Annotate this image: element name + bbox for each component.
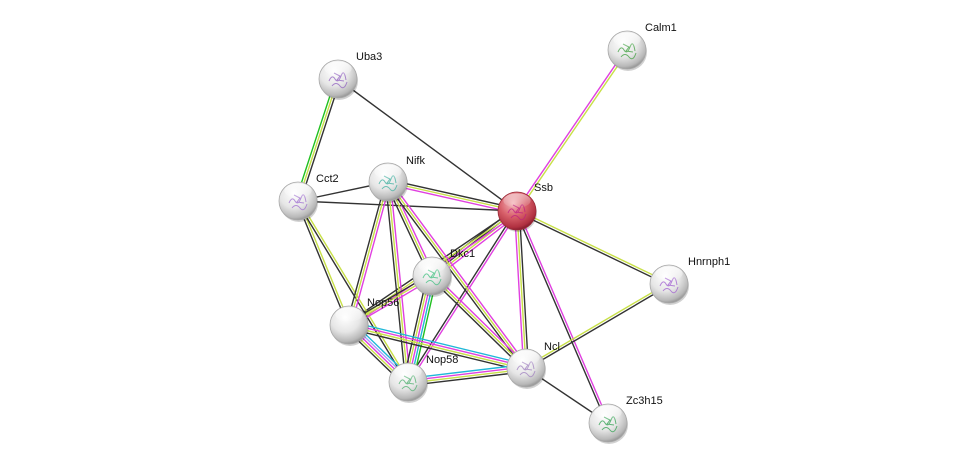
evidence-line-textmining	[516, 209, 671, 284]
edge-nifk-nop56[interactable]	[345, 180, 392, 327]
evidence-line-textmining	[348, 181, 389, 326]
edge-ssb-cct2[interactable]	[297, 200, 518, 212]
edge-cct2-nop56[interactable]	[296, 199, 351, 327]
evidence-line-experiments	[432, 273, 529, 367]
node-nop56[interactable]: Nop56	[329, 297, 399, 346]
node-label: Hnrnph1	[688, 256, 730, 268]
evidence-line-textmining	[517, 49, 629, 213]
evidence-line-coexpression	[337, 78, 518, 212]
edge-nifk-ncl[interactable]	[385, 179, 529, 371]
node-cct2[interactable]: Cct2	[278, 173, 339, 222]
node-gloss	[613, 32, 641, 47]
evidence-line-coexpression	[296, 200, 349, 327]
node-label: Cct2	[316, 173, 339, 185]
node-label: Nifk	[406, 155, 425, 167]
evidence-line-coexpression	[297, 200, 518, 212]
edge-ncl-hnrnph1[interactable]	[524, 282, 671, 370]
evidence-line-experiments	[513, 210, 525, 369]
node-gloss	[335, 307, 363, 322]
evidence-line-coexpression	[385, 182, 525, 371]
evidence-line-coexpression	[407, 370, 528, 387]
evidence-line-textmining	[387, 181, 518, 212]
evidence-line-textmining	[348, 325, 527, 370]
evidence-line-experiments	[389, 179, 529, 368]
node-gloss	[655, 266, 683, 281]
node-gloss	[374, 164, 402, 179]
evidence-line-coexpression	[296, 200, 408, 384]
edge-cct2-nop58[interactable]	[296, 199, 410, 384]
evidence-line-experiments	[407, 366, 527, 382]
evidence-line-coexpression	[515, 210, 608, 425]
node-label: Dkc1	[450, 248, 475, 260]
edge-nop56-ncl[interactable]	[347, 320, 528, 373]
evidence-line-textmining	[297, 78, 339, 202]
evidence-line-experiments	[515, 48, 627, 212]
evidence-line-coexpression	[299, 79, 341, 203]
evidence-line-coexpression	[347, 327, 526, 373]
evidence-line-coexpression	[525, 284, 671, 370]
node-label: Calm1	[645, 22, 677, 34]
evidence-line-coexpression	[384, 181, 407, 383]
evidence-line-databases	[349, 320, 528, 366]
node-label: Nop58	[426, 354, 458, 366]
node-gloss	[418, 258, 446, 273]
evidence-line-databases	[406, 363, 527, 380]
evidence-line-coexpression	[406, 209, 517, 383]
node-gloss	[594, 405, 622, 420]
evidence-line-textmining	[524, 282, 670, 368]
evidence-line-textmining	[407, 368, 527, 384]
node-gloss	[503, 193, 531, 208]
evidence-line-textmining	[516, 210, 527, 369]
node-gloss	[394, 364, 422, 379]
node-label: Ncl	[544, 341, 560, 353]
evidence-line-coexpression	[515, 211, 670, 286]
node-label: Zc3h15	[626, 395, 663, 407]
evidence-line-textmining	[431, 275, 527, 369]
edge-ssb-nop58[interactable]	[406, 209, 519, 384]
evidence-line-experiments	[350, 181, 392, 327]
node-uba3[interactable]: Uba3	[318, 51, 382, 100]
node-label: Ssb	[534, 182, 553, 194]
edge-nifk-nop58[interactable]	[384, 181, 412, 383]
evidence-line-experiments	[386, 183, 518, 215]
edge-nop58-ncl[interactable]	[406, 363, 528, 387]
node-label: Uba3	[356, 51, 382, 63]
node-hnrnph1[interactable]: Hnrnph1	[649, 256, 730, 305]
node-gloss	[324, 61, 352, 76]
evidence-line-coexpression	[429, 277, 526, 371]
edge-ssb-hnrnph1[interactable]	[515, 209, 671, 286]
node-zc3h15[interactable]: Zc3h15	[588, 395, 663, 444]
edge-ssb-ncl[interactable]	[513, 210, 530, 369]
node-gloss	[284, 183, 312, 198]
node-label: Nop56	[367, 297, 399, 309]
evidence-line-coexpression	[518, 210, 530, 369]
evidence-line-coexpression	[387, 178, 519, 210]
edge-uba3-cct2[interactable]	[295, 77, 341, 203]
edge-dkc1-ncl[interactable]	[429, 273, 529, 371]
node-gloss	[512, 350, 540, 365]
evidence-line-neighborhood	[295, 77, 337, 201]
evidence-line-experiments	[408, 210, 519, 384]
evidence-line-experiments	[517, 209, 610, 424]
evidence-line-textmining	[298, 199, 410, 383]
node-nifk[interactable]: Nifk	[368, 155, 425, 203]
node-dkc1[interactable]: Dkc1	[412, 248, 475, 297]
edge-ssb-calm1[interactable]	[515, 48, 629, 213]
edge-ssb-uba3[interactable]	[337, 78, 518, 212]
evidence-line-textmining	[387, 181, 527, 369]
evidence-line-coexpression	[345, 180, 387, 326]
evidence-line-experiments	[348, 323, 527, 368]
edge-ssb-nifk[interactable]	[386, 178, 519, 215]
edge-ssb-zc3h15[interactable]	[515, 209, 610, 425]
node-nop58[interactable]: Nop58	[388, 354, 458, 403]
node-ssb[interactable]: Ssb	[497, 182, 553, 232]
node-ncl[interactable]: Ncl	[506, 341, 560, 389]
node-calm1[interactable]: Calm1	[607, 22, 677, 71]
evidence-line-textmining	[298, 199, 351, 326]
evidence-line-textmining	[387, 181, 409, 383]
edges-layer	[295, 48, 671, 425]
evidence-line-experiments	[389, 181, 412, 383]
